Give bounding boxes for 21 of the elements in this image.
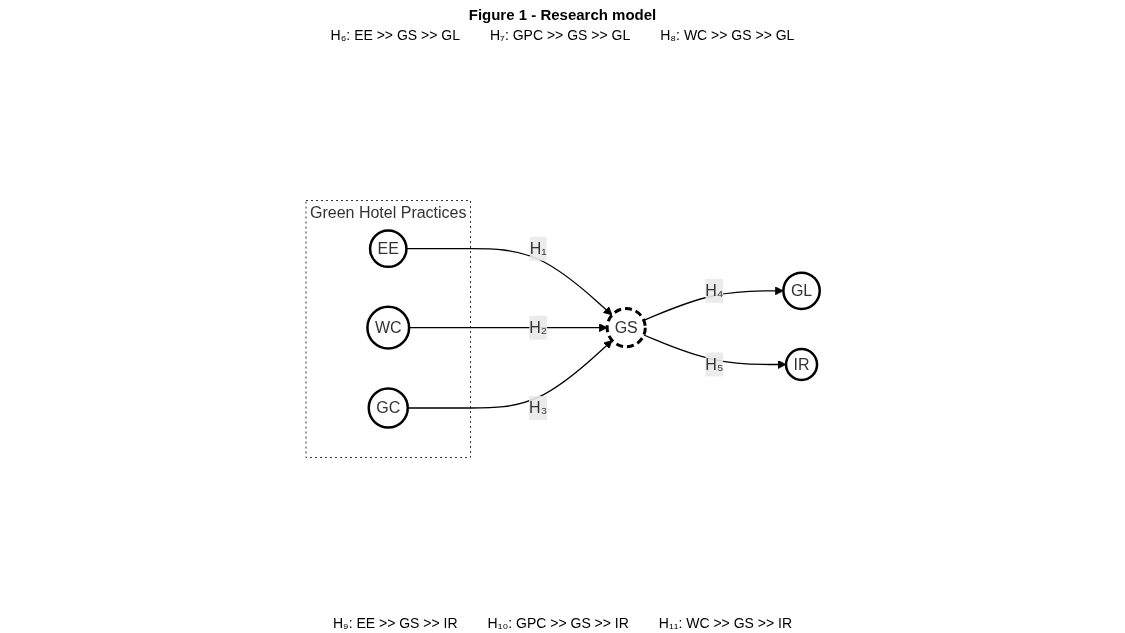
hypothesis-note: H₉: EE >> GS >> IR	[333, 615, 458, 631]
hypothesis-note: H₆: EE >> GS >> GL	[330, 27, 460, 43]
hypothesis-note: H₁₀: GPC >> GS >> IR	[487, 615, 629, 631]
node-circle: EE	[368, 229, 408, 269]
edge-label: H₃	[528, 399, 547, 416]
node-circle: GL	[781, 271, 821, 311]
edge-label: H₅	[704, 355, 723, 373]
arrow	[642, 286, 784, 321]
hypothesis-note: H₇: GPC >> GS >> GL	[490, 27, 631, 43]
hypothesis-note: H₈: WC >> GS >> GL	[660, 27, 795, 43]
node-circle: WC	[365, 305, 410, 350]
arrow	[405, 248, 613, 316]
node-circle: GS	[605, 307, 647, 349]
node-circle: GC	[367, 387, 409, 429]
figure-title: Figure 1 - Research model	[468, 6, 657, 23]
edge-label: H₄	[704, 281, 724, 299]
hypothesis-note: H₁₁: WC >> GS >> IR	[658, 615, 792, 631]
edge-label: H₂	[528, 318, 547, 336]
node-circle: IR	[784, 347, 818, 382]
edge-label: H₁	[529, 239, 547, 257]
arrow	[408, 323, 608, 333]
